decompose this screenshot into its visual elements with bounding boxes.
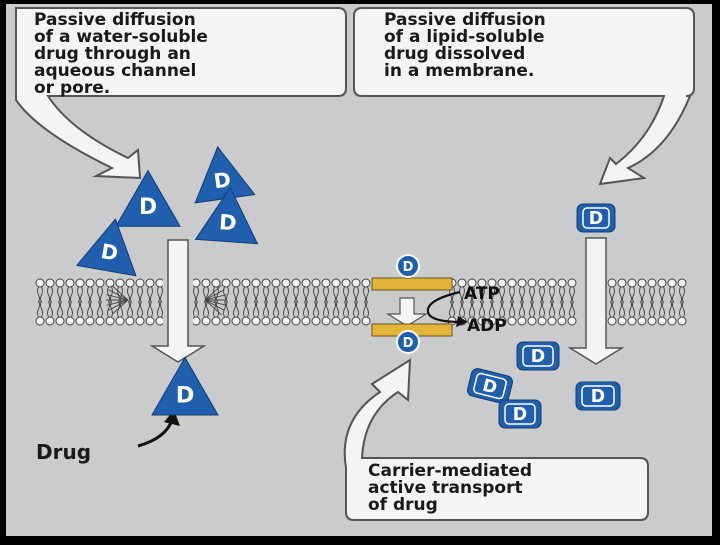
drug-symbol: D — [176, 382, 195, 408]
drug-symbol: D — [139, 195, 157, 220]
carrier-drug: D — [397, 255, 419, 277]
drug-square: D — [517, 342, 559, 370]
drug-square: D — [499, 400, 541, 428]
drug-label: Drug — [36, 440, 91, 464]
callout-line: of drug — [368, 497, 532, 514]
drug-symbol: D — [403, 336, 414, 351]
carrier-drug: D — [397, 331, 419, 353]
adp-label: ADP — [467, 316, 507, 336]
callout-lipid-soluble-text: Passive diffusion of a lipid-soluble dru… — [384, 12, 546, 80]
drug-square: D — [576, 382, 620, 410]
callout-water-soluble-text: Passive diffusion of a water-soluble dru… — [34, 12, 208, 97]
callout-carrier-text: Carrier-mediated active transport of dru… — [368, 463, 532, 514]
drug-symbol: D — [403, 260, 414, 275]
callout-line: or pore. — [34, 80, 208, 97]
atp-label: ATP — [464, 284, 500, 304]
callout-line: in a membrane. — [384, 63, 546, 80]
drug-symbol: D — [589, 209, 603, 229]
drug-symbol: D — [531, 347, 545, 367]
drug-square: D — [577, 204, 615, 232]
drug-symbol: D — [218, 209, 237, 235]
drug-symbol: D — [513, 405, 527, 425]
drug-symbol: D — [591, 387, 605, 407]
